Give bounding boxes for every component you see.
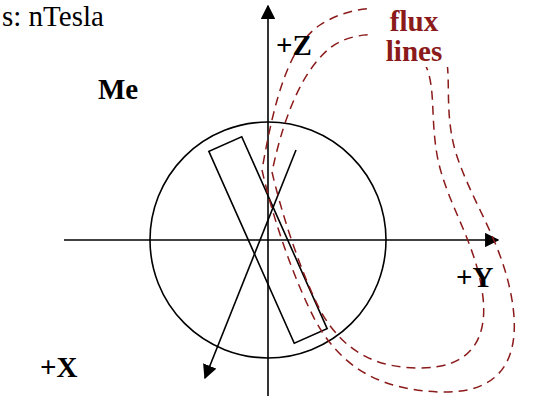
flux-label: flux lines bbox=[372, 6, 456, 67]
axis-label: +X bbox=[40, 352, 77, 382]
planet-label: Me bbox=[98, 74, 138, 104]
x-axis bbox=[205, 150, 296, 378]
z-axis bbox=[267, 6, 269, 396]
dipole-magnet bbox=[209, 137, 327, 343]
units-note: s: nTesla bbox=[2, 1, 104, 31]
axis-label: +Z bbox=[276, 30, 312, 60]
axis-label: +Y bbox=[456, 262, 493, 292]
y-axis bbox=[64, 239, 498, 241]
